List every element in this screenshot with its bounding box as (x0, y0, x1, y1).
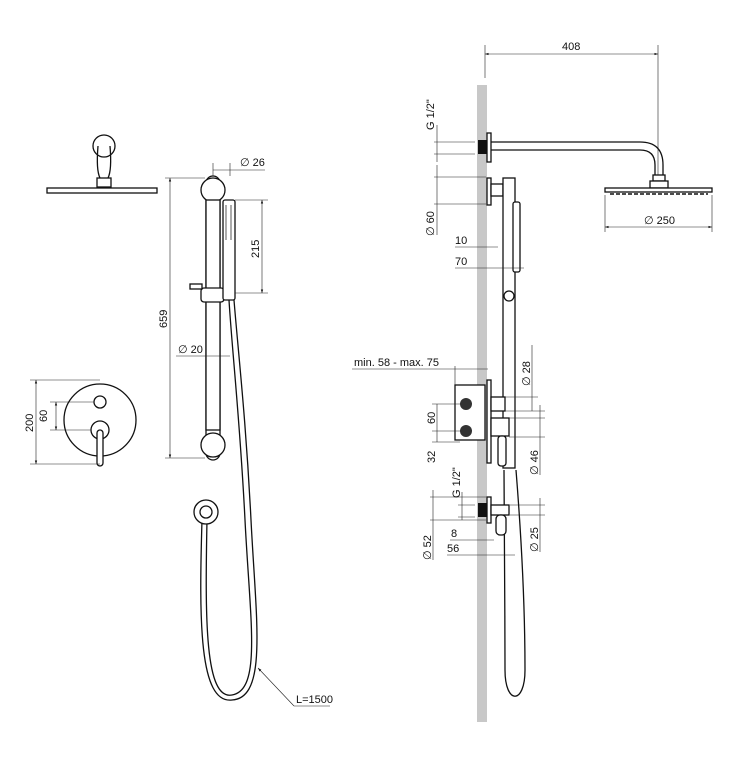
head-diameter-label: ∅ 250 (644, 215, 675, 227)
rail-diameter-label: ∅ 20 (178, 344, 203, 356)
slide-rail-front (189, 175, 236, 461)
shower-arm-side (478, 132, 713, 195)
mixer-plate-size-label: 200 (24, 414, 36, 432)
outlet-projection-label: 56 (447, 543, 459, 555)
outlet-tube-diameter-label: ∅ 25 (529, 527, 541, 552)
front-view: ∅ 26 215 659 ∅ 20 200 60 L=1500 (24, 134, 333, 707)
mixer-depth-label: min. 58 - max. 75 (354, 357, 439, 369)
handshower-length-label: 215 (250, 240, 262, 258)
mixer-front (63, 383, 137, 467)
hose-length-label: L=1500 (296, 694, 333, 706)
mixer-lower-label: 32 (426, 451, 438, 463)
mixer-spacing-label: 60 (38, 410, 50, 422)
rail-offset-label: 70 (455, 256, 467, 268)
lever-diameter-label: ∅ 46 (529, 450, 541, 475)
arm-projection-label: 408 (562, 41, 580, 53)
overhead-shower-front (46, 134, 158, 194)
outlet-connection-label: G 1/2" (451, 467, 463, 498)
rail-top-diameter-label: ∅ 26 (240, 157, 265, 169)
front-dimensions: ∅ 26 215 659 ∅ 20 200 60 L=1500 (24, 157, 333, 707)
upper-knob-diameter-label: ∅ 28 (521, 361, 533, 386)
outlet-offset-label: 8 (451, 528, 457, 540)
slide-rail-side (486, 177, 526, 697)
mixer-spacing-side-label: 60 (426, 412, 438, 424)
arm-connection-label: G 1/2" (425, 99, 437, 130)
hose-front (193, 299, 258, 701)
side-dimensions: 408 G 1/2" ∅ 60 10 70 ∅ 250 min. 58 - ma… (352, 41, 713, 560)
side-view: 408 G 1/2" ∅ 60 10 70 ∅ 250 min. 58 - ma… (352, 41, 713, 722)
bracket-offset-label: 10 (455, 235, 467, 247)
bracket-diameter-label: ∅ 60 (425, 211, 437, 236)
wall-outlet-side (478, 496, 510, 536)
outlet-diameter-label: ∅ 52 (422, 535, 434, 560)
rail-length-label: 659 (158, 310, 170, 328)
